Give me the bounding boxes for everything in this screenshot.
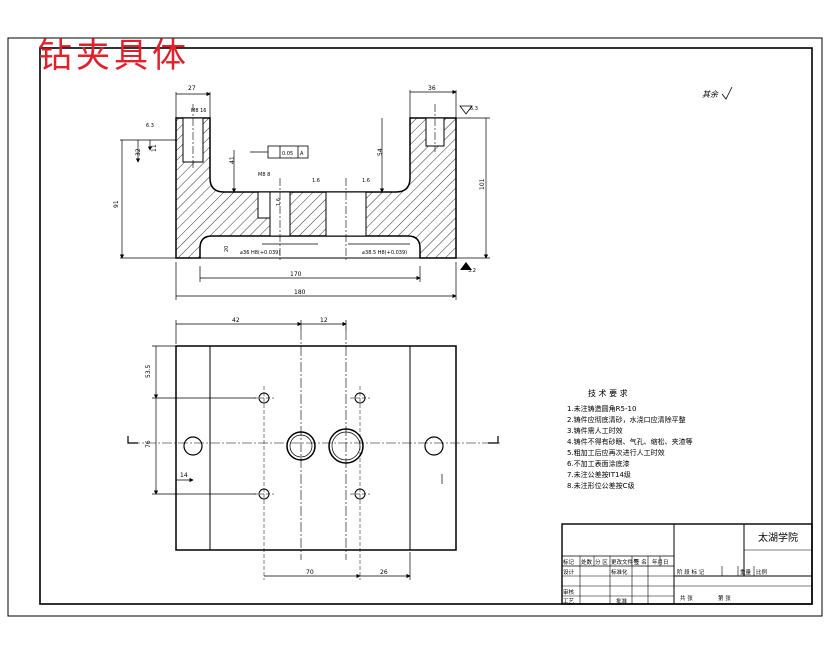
tech-item-3: 3.铸件需人工时效	[567, 426, 623, 435]
dim-overall-width: 180	[294, 289, 306, 296]
tb-scale: 比例	[756, 568, 768, 576]
tb-r1-c1: 标记	[563, 558, 575, 566]
flatness-callout	[250, 145, 309, 159]
dim-dia-small: 1.6	[276, 198, 282, 206]
section-dimensions	[119, 89, 490, 300]
dim-hole2: ⌀38.5 H8(+0.039)	[362, 250, 407, 256]
roughness-note-text: 其余	[702, 90, 719, 99]
tech-item-2: 2.铸件应彻底清砂，水浇口应清除平整	[567, 415, 686, 424]
section-body	[175, 117, 457, 259]
plan-dim-bottom-a: 70	[306, 569, 314, 576]
tb-r3-c1: 审核	[563, 588, 575, 596]
plan-dim-side-b: 76	[145, 440, 152, 448]
plan-hole-side-right	[424, 436, 444, 456]
plan-dim-side-c: 14	[180, 472, 188, 479]
dim-bottom-step: 20	[224, 246, 230, 252]
tech-heading: 技 术 要 求	[588, 388, 628, 398]
dim-hole1: ⌀36 H8(+0.039)	[240, 250, 280, 256]
roughness-note: 其余	[702, 86, 733, 100]
dim-height-left-2: 11	[151, 144, 158, 152]
tech-item-4: 4.铸件不得有砂眼、气孔、缩松、夹渣等	[567, 437, 693, 446]
dim-height-left-1: 32	[135, 148, 142, 156]
tech-requirements: 技 术 要 求 1.未注铸造圆角R5-10 2.铸件应彻底清砂，水浇口应清除平整…	[567, 388, 693, 490]
plan-hole-large-1	[286, 431, 316, 461]
plan-dim-top-a: 42	[232, 317, 240, 324]
tb-r4-c4: 批准	[616, 597, 628, 605]
plan-dim-top-b: 12	[320, 317, 328, 324]
roughness-a: 6.3	[146, 123, 154, 129]
tb-r1-c5: 签 名	[634, 558, 647, 566]
dim-top-left-width: 27	[188, 85, 196, 92]
tech-item-8: 8.未注形位公差按C级	[567, 481, 635, 490]
tb-r4-c1: 工艺	[563, 598, 575, 605]
plan-hole-large-2	[328, 428, 364, 464]
roughness-b: 6.3	[470, 106, 478, 112]
school-name: 太湖学院	[758, 531, 798, 544]
tech-item-5: 5.粗加工后应再次进行人工时效	[567, 448, 665, 457]
flatness-value: 0.05	[282, 151, 293, 157]
dim-inner-width: 170	[290, 271, 302, 278]
plan-outline	[175, 345, 457, 551]
title-block: 太湖学院 标记 处数 分 区 更改文件号 签 名 年月日 设计 标准化 审核 工…	[561, 523, 813, 605]
tb-sheet-no: 第 张	[718, 594, 731, 602]
tb-r1-c6: 年月日	[652, 558, 669, 566]
outer-border	[7, 37, 823, 617]
dim-step: 41	[229, 156, 236, 164]
datum-triangle-right	[460, 262, 472, 270]
inner-border	[39, 47, 813, 605]
roughness-c: 3.2	[468, 268, 476, 274]
tb-r1-c4: 更改文件号	[611, 558, 639, 566]
tech-item-7: 7.未注公差按IT14级	[567, 470, 631, 479]
plan-dim-side-a: 53.5	[145, 364, 152, 378]
tb-r1-c3: 分 区	[595, 558, 608, 566]
plan-dim-bottom-b: 26	[380, 569, 388, 576]
plan-hole-side-left	[183, 436, 203, 456]
dim-top-left-bore: M8 16	[191, 108, 206, 114]
dim-angle-right: 1.6	[362, 178, 370, 184]
dim-slot-depth: 54	[377, 148, 384, 156]
counterbore-hole	[257, 191, 271, 219]
tb-stage: 阶 段 标 记	[677, 568, 705, 576]
tech-item-6: 6.不加工表面涂底漆	[567, 459, 630, 468]
datum-a: A	[300, 151, 304, 157]
dim-total-height-right: 101	[479, 178, 486, 190]
tb-r2-c4: 标准化	[611, 568, 628, 576]
tb-r1-c2: 处数	[581, 558, 593, 566]
plan-view: 42 12 53.5 76 14 70 26	[127, 317, 500, 580]
section-view: 27 M8 16 36 91 101 32 11 41 54 M8 8 1.6 …	[113, 85, 490, 300]
tb-r2-c1: 设计	[563, 568, 575, 576]
datum-triangle-top	[459, 105, 473, 115]
plan-hole-large-1-inner	[289, 434, 313, 458]
dim-counterbore: M8 8	[258, 172, 270, 178]
dim-top-right-width: 36	[428, 85, 436, 92]
drawing-title: 钻夹具体	[38, 36, 190, 76]
tech-item-1: 1.未注铸造圆角R5-10	[567, 404, 636, 413]
dim-total-height-left: 91	[113, 200, 120, 208]
tb-weight: 重量	[740, 568, 752, 576]
tb-sheets-total: 共 张	[680, 594, 693, 602]
dim-angle-left: 1.6	[312, 178, 320, 184]
